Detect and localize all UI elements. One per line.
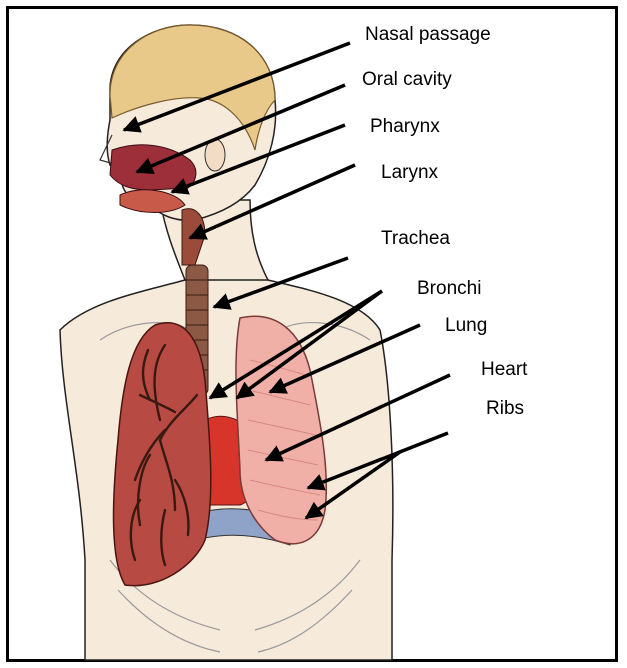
label-larynx: Larynx: [381, 162, 439, 183]
label-trachea: Trachea: [381, 228, 450, 249]
anatomy-illustration: [60, 25, 393, 660]
label-bronchi: Bronchi: [417, 278, 481, 299]
labels: Nasal passage Oral cavity Pharynx Larynx…: [362, 24, 528, 419]
label-heart: Heart: [481, 359, 528, 380]
label-nasal-passage: Nasal passage: [365, 24, 491, 45]
label-lung: Lung: [445, 315, 487, 336]
label-pharynx: Pharynx: [370, 116, 440, 137]
label-oral-cavity: Oral cavity: [362, 69, 452, 90]
label-ribs: Ribs: [486, 398, 524, 419]
